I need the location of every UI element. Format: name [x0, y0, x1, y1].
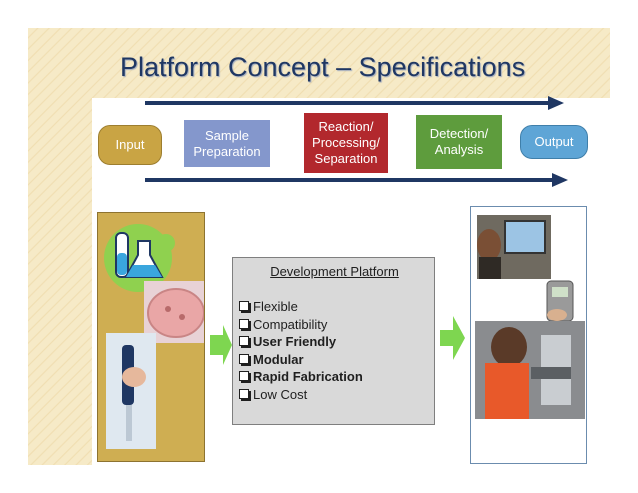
flow-step-input-label: Input [115, 137, 145, 152]
specification-list: Flexible Compatibility User Friendly Mod… [239, 298, 363, 403]
list-item: Rapid Fabrication [239, 368, 363, 386]
sample-images [104, 224, 204, 449]
pipette-image [106, 333, 156, 449]
handheld-device-photo [546, 280, 574, 322]
checkbox-bullet-icon [239, 301, 249, 311]
flow-step-reaction-line2: Processing/ [312, 135, 380, 150]
analysis-images [475, 215, 585, 419]
microscope-lab-photo [475, 321, 585, 419]
flow-step-reaction-line3: Separation [314, 151, 378, 166]
petri-dish-image [144, 281, 204, 343]
background-texture-strip [28, 28, 92, 465]
flow-step-detection-line2: Analysis [434, 142, 484, 157]
green-arrow-right [440, 316, 465, 360]
flow-step-reaction-line1: Reaction/ [318, 119, 374, 134]
bottom-flow-arrowhead [552, 173, 568, 187]
checkbox-bullet-icon [239, 353, 249, 364]
flow-step-sample-preparation: Sample Preparation [184, 120, 270, 167]
lab-flask-icon [115, 232, 164, 278]
top-flow-arrowhead [548, 96, 564, 110]
sample-images-panel [97, 212, 205, 462]
checkbox-bullet-icon [239, 388, 249, 399]
flow-step-sample-line2: Preparation [193, 143, 261, 159]
flow-step-sample-line1: Sample [204, 127, 250, 143]
checkbox-bullet-icon [239, 318, 249, 329]
flow-step-detection-line1: Detection/ [429, 126, 489, 141]
analysis-images-panel [470, 206, 587, 464]
flow-step-input: Input [98, 125, 162, 165]
list-item: Low Cost [239, 386, 363, 404]
list-item: Flexible [239, 298, 363, 316]
development-platform-title: Development Platform [270, 264, 399, 279]
flow-step-output-label: Output [534, 134, 574, 149]
background-texture-band [28, 28, 610, 98]
development-platform-panel: Development Platform Flexible Compatibil… [232, 257, 435, 425]
checkbox-bullet-icon [239, 336, 249, 346]
green-arrow-left [210, 325, 232, 365]
list-item: User Friendly [239, 333, 363, 351]
flow-step-reaction: Reaction/ Processing/ Separation [304, 113, 388, 173]
computer-lab-photo [477, 215, 551, 279]
slide-title: Platform Concept – Specifications [120, 52, 526, 82]
flow-step-output: Output [520, 125, 588, 159]
flow-step-detection: Detection/ Analysis [416, 115, 502, 169]
list-item: Modular [239, 351, 363, 369]
list-item: Compatibility [239, 316, 363, 334]
checkbox-bullet-icon [239, 371, 249, 381]
